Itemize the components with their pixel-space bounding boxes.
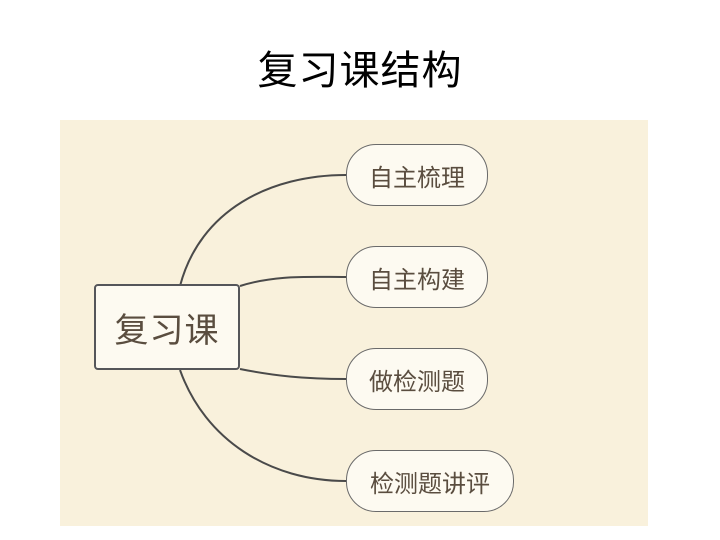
mindmap-canvas: 复习课 自主梳理 自主构建 做检测题 检测题讲评 [60, 120, 648, 526]
mindmap-branch-node[interactable]: 自主梳理 [346, 144, 488, 206]
connector-2 [239, 275, 347, 287]
mindmap-branch-node[interactable]: 检测题讲评 [346, 450, 514, 512]
mindmap-connectors [179, 174, 347, 482]
connector-3 [239, 368, 347, 380]
mindmap-root-node[interactable]: 复习课 [94, 284, 240, 370]
mindmap-branch-node[interactable]: 自主构建 [346, 246, 488, 308]
mindmap-branch-node[interactable]: 做检测题 [346, 348, 488, 410]
connector-4 [179, 369, 347, 482]
page-title: 复习课结构 [257, 48, 463, 94]
connector-1 [179, 174, 347, 287]
